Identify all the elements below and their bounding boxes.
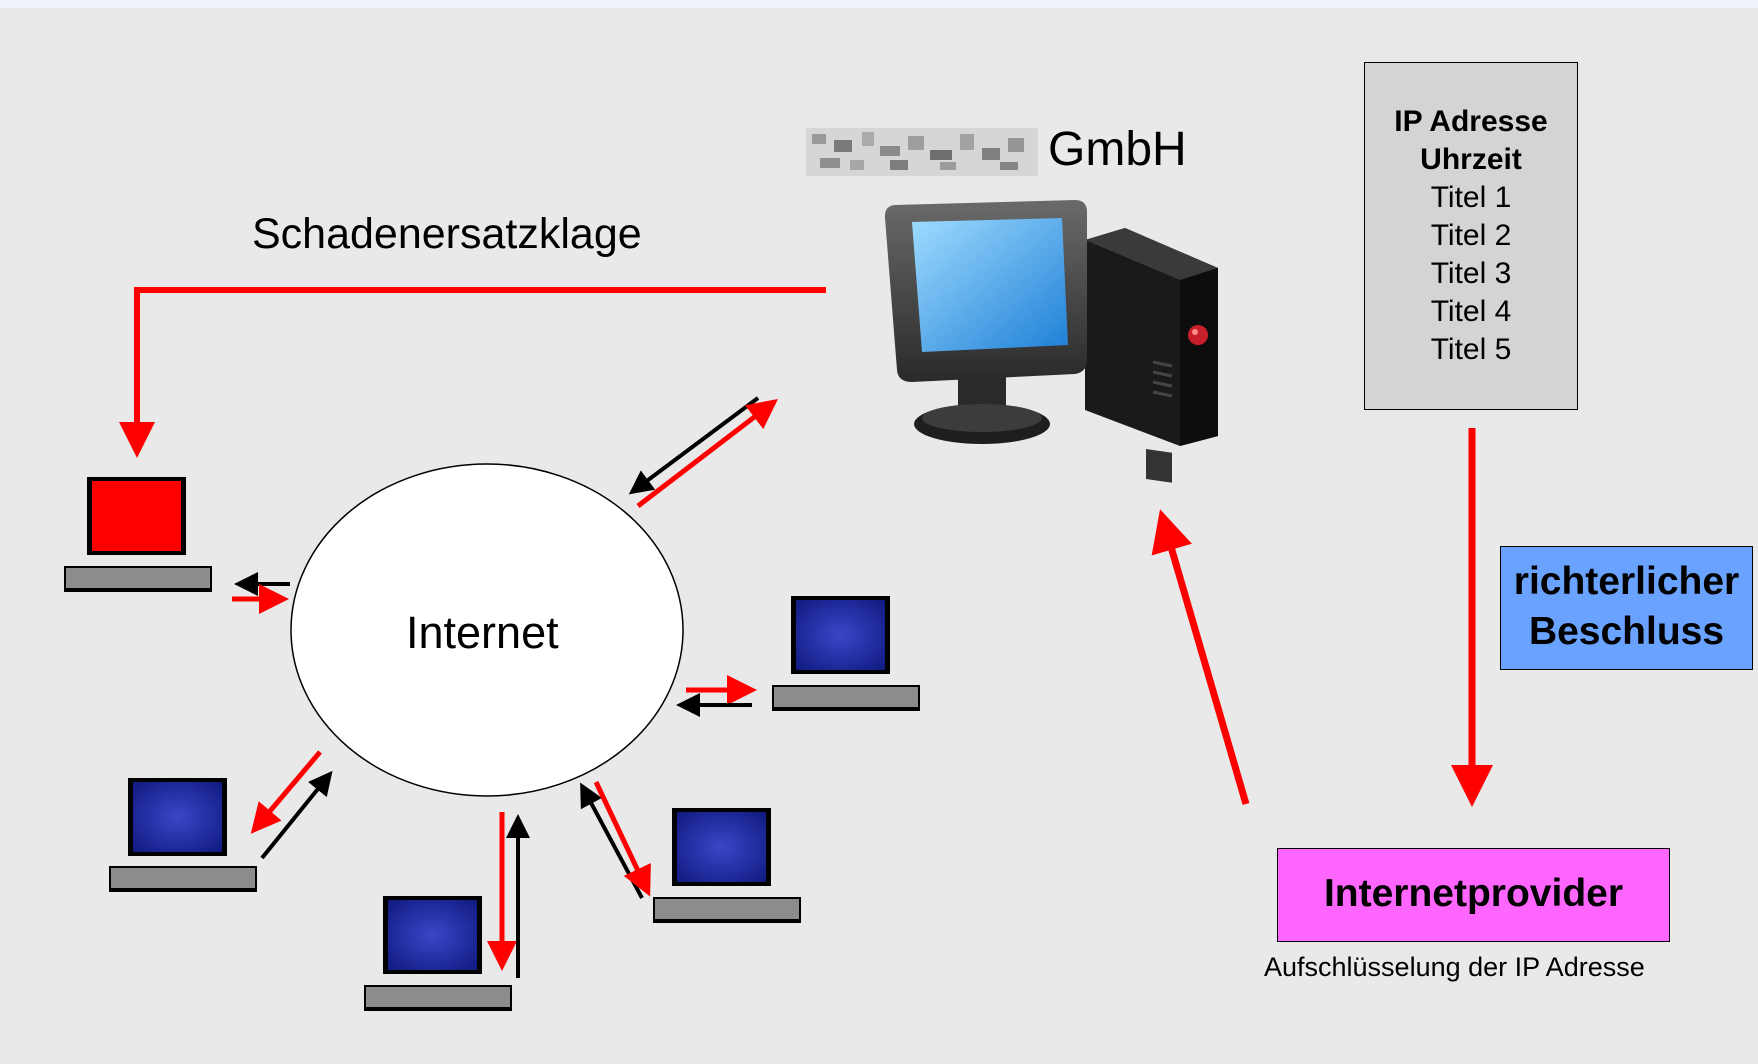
court-order-line2: Beschluss xyxy=(1528,610,1725,653)
arrow-company-to-internet xyxy=(628,396,760,495)
arrow-internet-to-peer xyxy=(593,780,651,897)
log-title: Titel 1 xyxy=(1430,181,1512,214)
internet-provider-box: Internetprovider xyxy=(1277,848,1670,942)
peer-laptop-icon xyxy=(772,596,920,711)
arrow-peer-to-internet xyxy=(260,770,333,860)
internet-cloud xyxy=(290,463,684,797)
log-title: Titel 4 xyxy=(1430,295,1512,328)
arrow-internet-to-peer xyxy=(250,750,322,834)
log-heading-time: Uhrzeit xyxy=(1420,143,1522,176)
internet-provider-label: Internetprovider xyxy=(1323,872,1624,915)
court-order-box: richterlicher Beschluss xyxy=(1500,546,1753,670)
peer-laptop-icon xyxy=(109,778,257,892)
arrow-internet-to-company xyxy=(636,398,778,508)
ip-log-box: IP Adresse Uhrzeit Titel 1 Titel 2 Titel… xyxy=(1364,62,1578,410)
log-title: Titel 2 xyxy=(1430,219,1512,252)
censored-company-name xyxy=(806,128,1038,176)
log-heading-ip: IP Adresse xyxy=(1394,105,1548,138)
log-title: Titel 5 xyxy=(1430,333,1512,366)
company-computer-icon xyxy=(884,200,1218,483)
court-order-line1: richterlicher xyxy=(1513,560,1740,603)
provider-note: Aufschlüsselung der IP Adresse xyxy=(1264,952,1645,982)
company-name-suffix: GmbH xyxy=(1048,123,1187,176)
lawsuit-arrow xyxy=(119,287,826,458)
lawsuit-label: Schadenersatzklage xyxy=(252,210,642,258)
internet-label: Internet xyxy=(406,607,559,658)
peer-laptop-icon xyxy=(364,896,512,1011)
target-laptop-icon xyxy=(64,477,212,592)
log-title: Titel 3 xyxy=(1430,257,1512,290)
peer-laptop-icon xyxy=(653,808,801,923)
arrow-provider-to-company xyxy=(1151,509,1250,805)
